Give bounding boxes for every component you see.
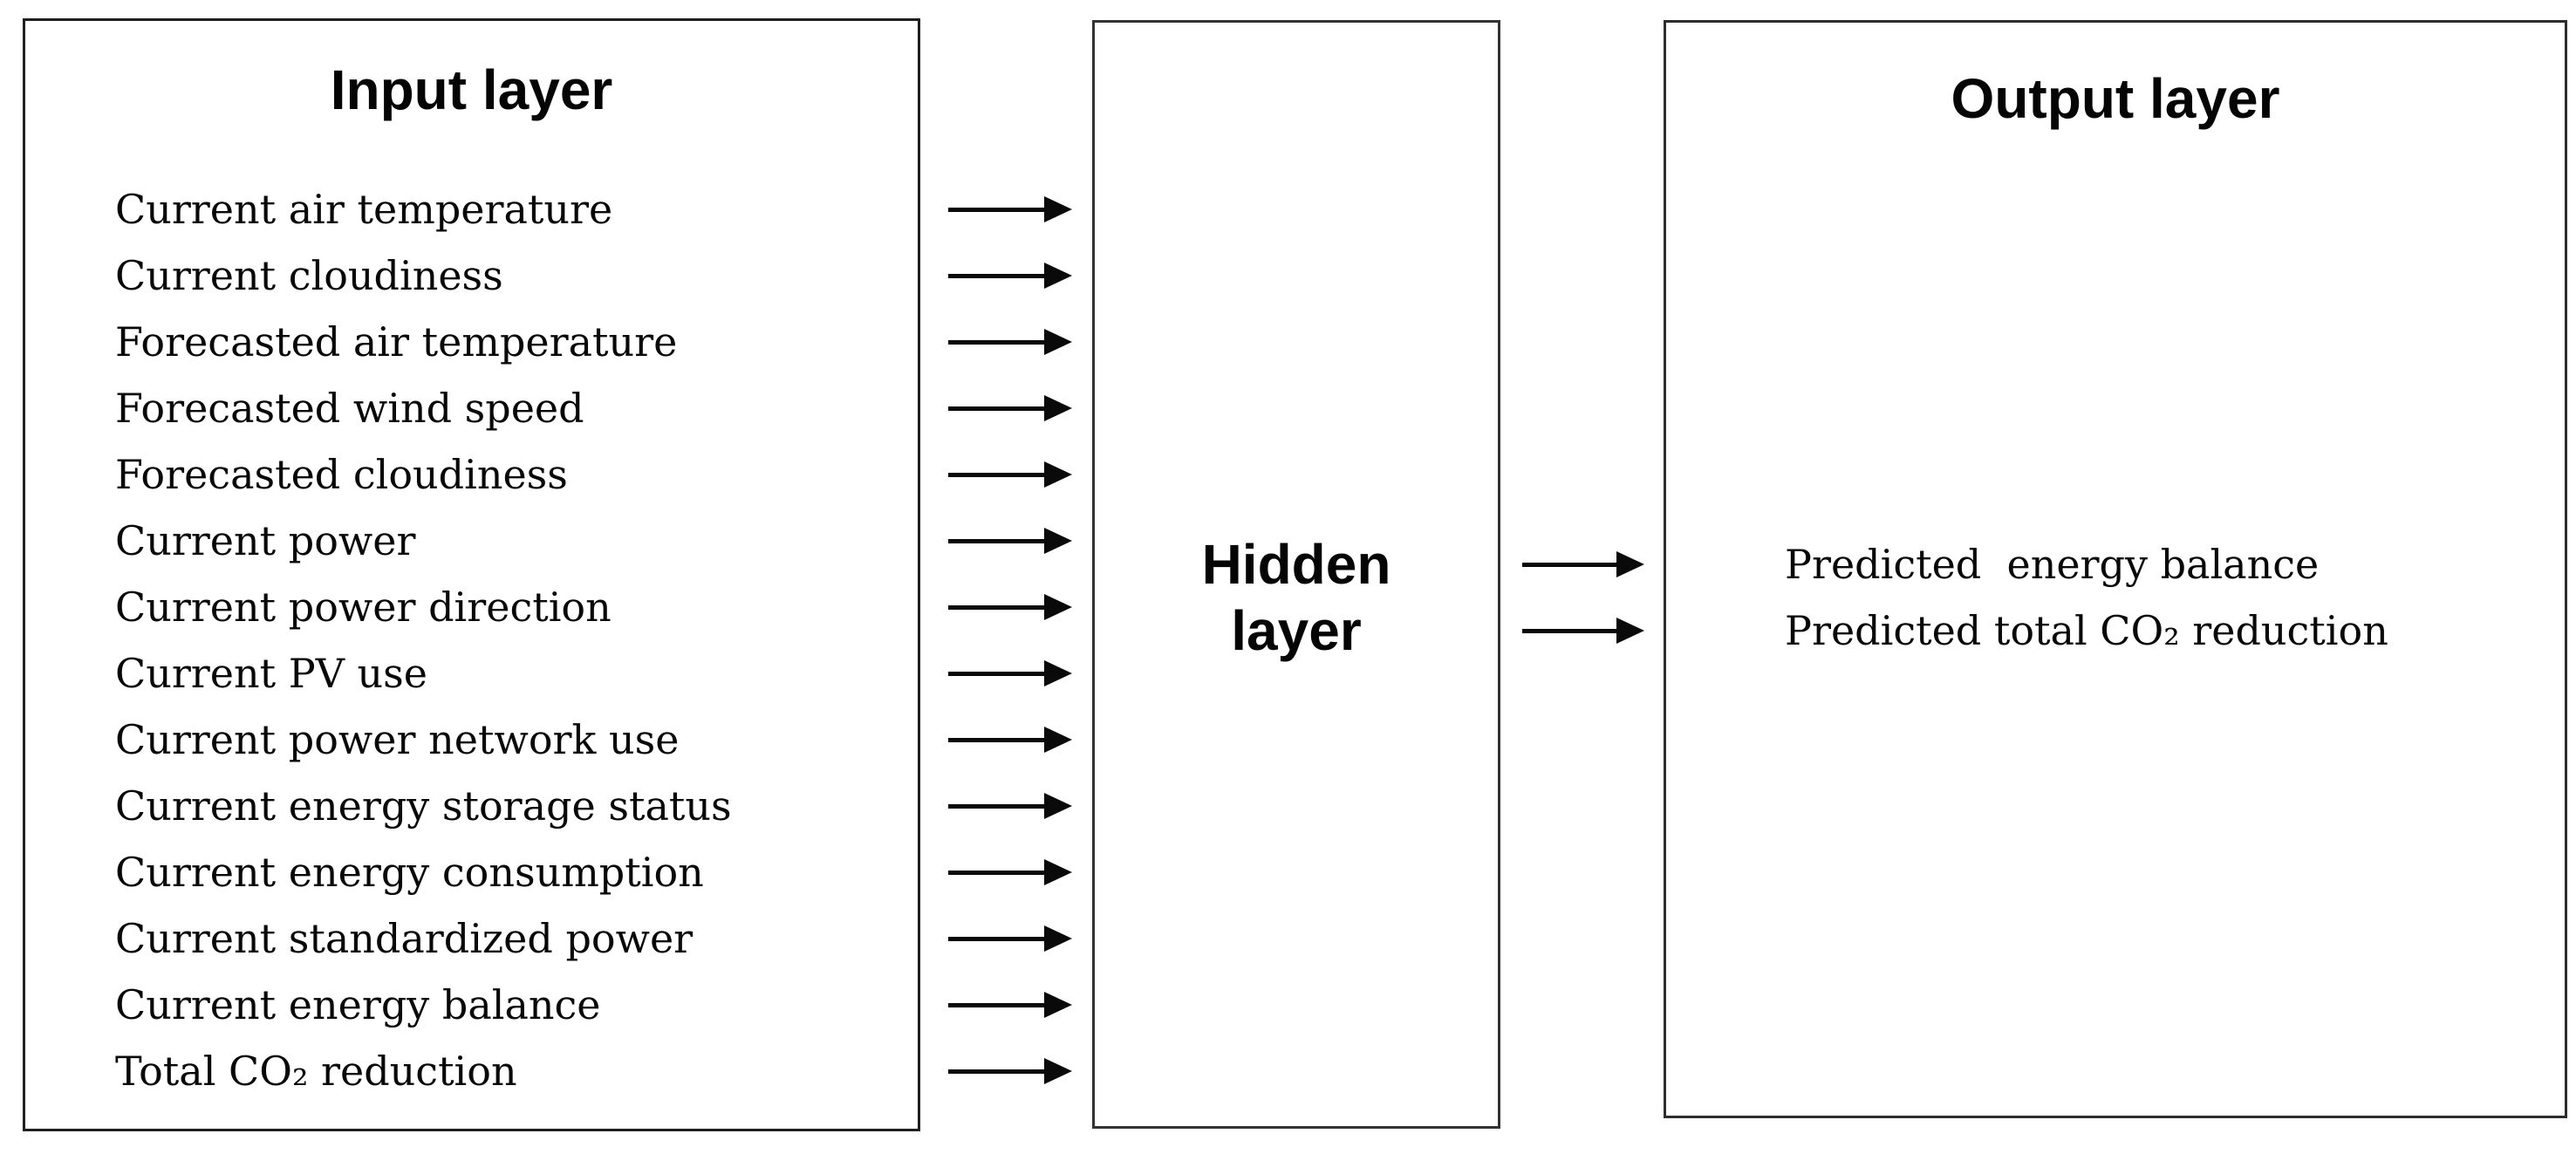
arrow-head [1044,859,1072,885]
arrow-head [1044,925,1072,952]
arrow-right-icon [948,441,1072,508]
input-item: Current air temperature [115,176,944,242]
arrow-head [1044,263,1072,289]
output-item: Predicted energy balance [1785,531,2552,597]
arrow-right-icon [948,176,1072,242]
input-to-hidden-arrows [948,176,1072,1104]
arrow-shaft [948,472,1044,477]
arrow-head [1616,551,1644,577]
arrow-shaft [1522,562,1616,567]
arrow-shaft [948,803,1044,809]
input-item-label: Current energy balance [115,981,601,1028]
input-layer-title: Input layer [330,58,613,121]
input-item: Current power [115,508,944,574]
input-item-label: Forecasted wind speed [115,385,584,432]
input-item: Current energy consumption [115,839,944,905]
arrow-shaft [1522,628,1616,633]
hidden-layer-title: Hidden layer [1092,531,1500,664]
input-item: Current energy balance [115,972,944,1038]
input-item-label: Current power [115,517,416,564]
arrow-right-icon [948,574,1072,640]
arrow-head [1044,727,1072,753]
input-layer-box: Input layer [23,18,920,1131]
input-item: Forecasted air temperature [115,309,944,375]
arrow-head [1044,660,1072,686]
arrow-right-icon [948,309,1072,375]
arrow-shaft [948,604,1044,610]
output-item-list: Predicted energy balance Predicted total… [1785,531,2552,664]
arrow-right-icon [1522,597,1646,664]
input-item: Current PV use [115,640,944,707]
input-item: Current cloudiness [115,242,944,309]
arrow-shaft [948,1002,1044,1007]
arrow-shaft [948,406,1044,411]
output-layer-title: Output layer [1951,67,2280,130]
arrow-right-icon [948,640,1072,707]
arrow-right-icon [948,972,1072,1038]
arrow-head [1616,618,1644,644]
arrow-right-icon [948,707,1072,773]
arrow-right-icon [1522,531,1646,597]
arrow-right-icon [948,773,1072,839]
hidden-layer-title-line2: layer [1231,599,1362,662]
hidden-layer-title-line1: Hidden [1201,533,1391,596]
input-item-label: Current power direction [115,584,612,631]
arrow-head [1044,1058,1072,1084]
arrow-head [1044,196,1072,222]
input-item-label: Current PV use [115,650,428,697]
arrow-shaft [948,936,1044,941]
arrow-right-icon [948,242,1072,309]
arrow-shaft [948,273,1044,278]
input-item: Forecasted wind speed [115,375,944,441]
arrow-shaft [948,339,1044,345]
input-item: Current power direction [115,574,944,640]
arrow-shaft [948,207,1044,212]
input-item-label: Forecasted cloudiness [115,451,568,498]
hidden-layer-box [1092,20,1500,1129]
output-item-label: Predicted total CO₂ reduction [1785,607,2388,654]
hidden-to-output-arrows [1522,531,1646,664]
arrow-head [1044,793,1072,819]
input-item-label: Forecasted air temperature [115,318,678,365]
arrow-shaft [948,737,1044,742]
input-item: Forecasted cloudiness [115,441,944,508]
input-item-label: Current standardized power [115,915,694,962]
arrow-shaft [948,538,1044,543]
output-item-label: Predicted energy balance [1785,541,2320,588]
arrow-shaft [948,870,1044,875]
arrow-head [1044,395,1072,421]
arrow-right-icon [948,905,1072,972]
input-item: Total CO₂ reduction [115,1038,944,1104]
input-item-label: Current power network use [115,716,680,763]
input-item: Current standardized power [115,905,944,972]
arrow-head [1044,992,1072,1018]
input-item: Current energy storage status [115,773,944,839]
input-item-label: Current energy consumption [115,849,704,896]
arrow-shaft [948,1069,1044,1074]
arrow-head [1044,594,1072,620]
input-item: Current power network use [115,707,944,773]
arrow-right-icon [948,508,1072,574]
arrow-right-icon [948,375,1072,441]
output-layer-box: Output layer [1664,20,2567,1118]
input-item-label: Current air temperature [115,186,613,233]
input-item-label: Current cloudiness [115,252,503,299]
output-item: Predicted total CO₂ reduction [1785,597,2552,664]
arrow-shaft [948,671,1044,676]
input-item-list: Current air temperature Current cloudine… [115,176,944,1104]
input-item-label: Current energy storage status [115,782,732,830]
arrow-head [1044,461,1072,488]
input-item-label: Total CO₂ reduction [115,1048,517,1095]
arrow-head [1044,528,1072,554]
arrow-head [1044,329,1072,355]
arrow-right-icon [948,839,1072,905]
arrow-right-icon [948,1038,1072,1104]
